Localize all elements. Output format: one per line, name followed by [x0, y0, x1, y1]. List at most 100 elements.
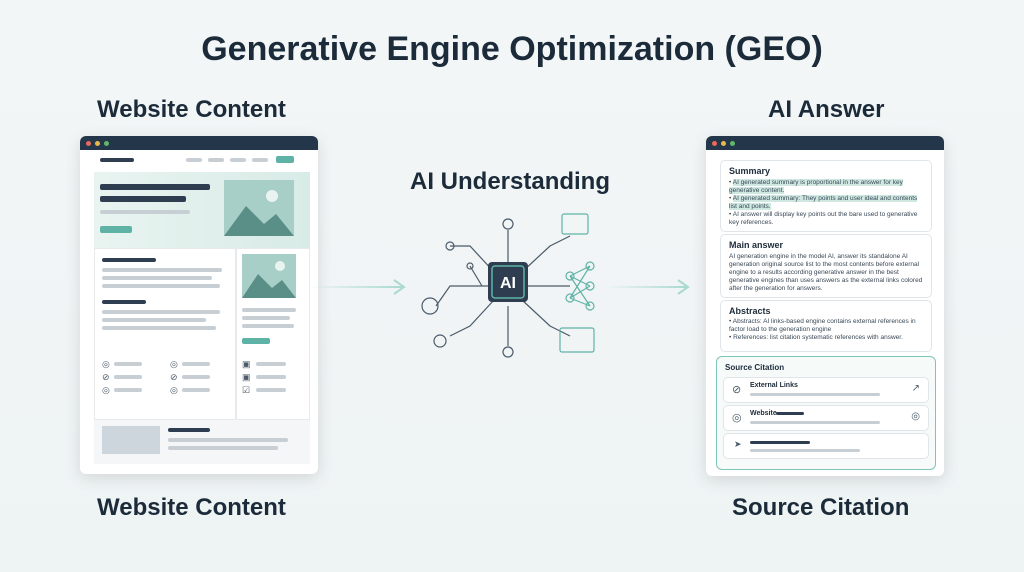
close-dot-icon [712, 140, 717, 146]
list-line [114, 362, 142, 366]
icon-column-2: ◎ ⊘ ◎ [170, 358, 178, 397]
summary-card: Summary • AI generated summary is propor… [720, 160, 932, 232]
hero-heading [100, 196, 186, 202]
sidebar-icons: ▣ ▣ ☑ [242, 358, 251, 397]
image-icon: ▣ [242, 359, 251, 369]
external-link-icon[interactable]: ↗ [911, 383, 920, 394]
globe-icon: ◎ [732, 412, 742, 424]
citation-url-bar [776, 412, 804, 415]
maximize-dot-icon [730, 140, 735, 146]
sidebar-line [242, 316, 290, 320]
article-line [102, 276, 212, 280]
nav-item [186, 158, 202, 162]
source-citation-bottom-label: Source Citation [732, 494, 910, 521]
list-line [114, 375, 142, 379]
nav-item [208, 158, 224, 162]
sidebar-line [256, 362, 286, 366]
footer-heading [168, 428, 210, 432]
cursor-icon: ➤ [734, 439, 742, 449]
article-subheading [102, 300, 146, 304]
citation-item-external-links[interactable]: ⊘ External Links ↗ [723, 377, 929, 403]
hero-heading [100, 184, 210, 190]
abstract-bullet: • Abstracts: AI links-based engine conta… [729, 318, 916, 333]
citation-line [750, 421, 880, 424]
article-card [94, 248, 236, 420]
article-line [102, 310, 220, 314]
website-content-bottom-label: Website Content [97, 494, 286, 521]
close-dot-icon [86, 140, 91, 146]
globe-icon: ◎ [170, 359, 178, 369]
hero-text [100, 210, 190, 214]
abstracts-title: Abstracts [729, 306, 771, 316]
footer-line [168, 446, 278, 450]
footer-line [168, 438, 288, 442]
link-icon: ⊘ [732, 384, 742, 396]
image-placeholder-icon [224, 190, 294, 236]
ai-chip-label: AI [500, 275, 516, 292]
image-icon: ▣ [242, 372, 251, 382]
link-icon: ⊘ [170, 372, 178, 382]
summary-bullet: • AI answer will display key points out … [729, 211, 918, 226]
globe-icon: ◎ [102, 359, 110, 369]
article-line [102, 284, 220, 288]
flow-arrow-right [606, 286, 686, 288]
ai-chip-icon [488, 262, 528, 302]
main-answer-card: Main answer AI generation engine in the … [720, 234, 932, 298]
hero-button [100, 226, 132, 233]
citation-item-label: Website [750, 410, 777, 417]
image-placeholder-icon [242, 261, 296, 298]
website-content-top-label: Website Content [97, 96, 286, 123]
main-answer-text: AI generation engine in the model AI, an… [729, 253, 923, 292]
logo-bar [100, 158, 134, 162]
citation-item-other[interactable]: ➤ [723, 433, 929, 459]
nav-item [230, 158, 246, 162]
nav-button [276, 156, 294, 163]
citation-line [750, 393, 880, 396]
page-title: Generative Engine Optimization (GEO) [201, 30, 823, 68]
globe-icon: ◎ [170, 385, 178, 395]
ai-network-diagram: AI [421, 213, 595, 358]
browser-title-bar [706, 136, 944, 150]
article-line [102, 318, 206, 322]
summary-bullet: • AI generated summary is proportional i… [729, 179, 903, 194]
summary-title: Summary [729, 166, 771, 176]
icon-column-1: ◎ ⊘ ◎ [102, 358, 110, 397]
globe-icon[interactable]: ◎ [911, 411, 920, 422]
ai-answer-label: AI Answer [768, 96, 885, 123]
link-icon: ⊘ [102, 372, 110, 382]
citation-title: Source Citation [725, 363, 785, 372]
citation-item-website[interactable]: ◎ Website ◎ [723, 405, 929, 431]
browser-title-bar [80, 136, 318, 150]
nav-item [252, 158, 268, 162]
abstracts-card: Abstracts • Abstracts: AI links-based en… [720, 300, 932, 352]
list-line [182, 375, 210, 379]
arrow-head-icon [393, 279, 406, 295]
source-citation-panel: Source Citation ⊘ External Links ↗ ◎ Web… [716, 356, 936, 470]
ai-answer-window: Summary • AI generated summary is propor… [706, 136, 944, 476]
sidebar-line [242, 324, 294, 328]
minimize-dot-icon [721, 140, 726, 146]
hero-image [224, 180, 294, 236]
article-line [102, 268, 222, 272]
citation-line [750, 449, 860, 452]
list-line [182, 362, 210, 366]
sidebar-button [242, 338, 270, 344]
citation-heading-bar [750, 441, 810, 444]
sidebar-line [256, 388, 286, 392]
abstract-bullet: • References: list citation systematic r… [729, 334, 903, 341]
globe-icon: ◎ [102, 385, 110, 395]
minimize-dot-icon [95, 140, 100, 146]
article-heading [102, 258, 156, 262]
checkbox-icon: ☑ [242, 385, 251, 395]
citation-item-label: External Links [750, 382, 798, 389]
footer-image [102, 426, 160, 454]
article-line [102, 326, 216, 330]
sidebar-image [242, 254, 296, 298]
website-browser-window: ◎ ⊘ ◎ ◎ ⊘ ◎ ▣ ▣ ☑ [80, 136, 318, 474]
sidebar-line [242, 308, 296, 312]
ai-understanding-label: AI Understanding [410, 168, 611, 195]
list-line [114, 388, 142, 392]
main-answer-title: Main answer [729, 240, 784, 250]
arrow-head-icon [677, 279, 690, 295]
maximize-dot-icon [104, 140, 109, 146]
